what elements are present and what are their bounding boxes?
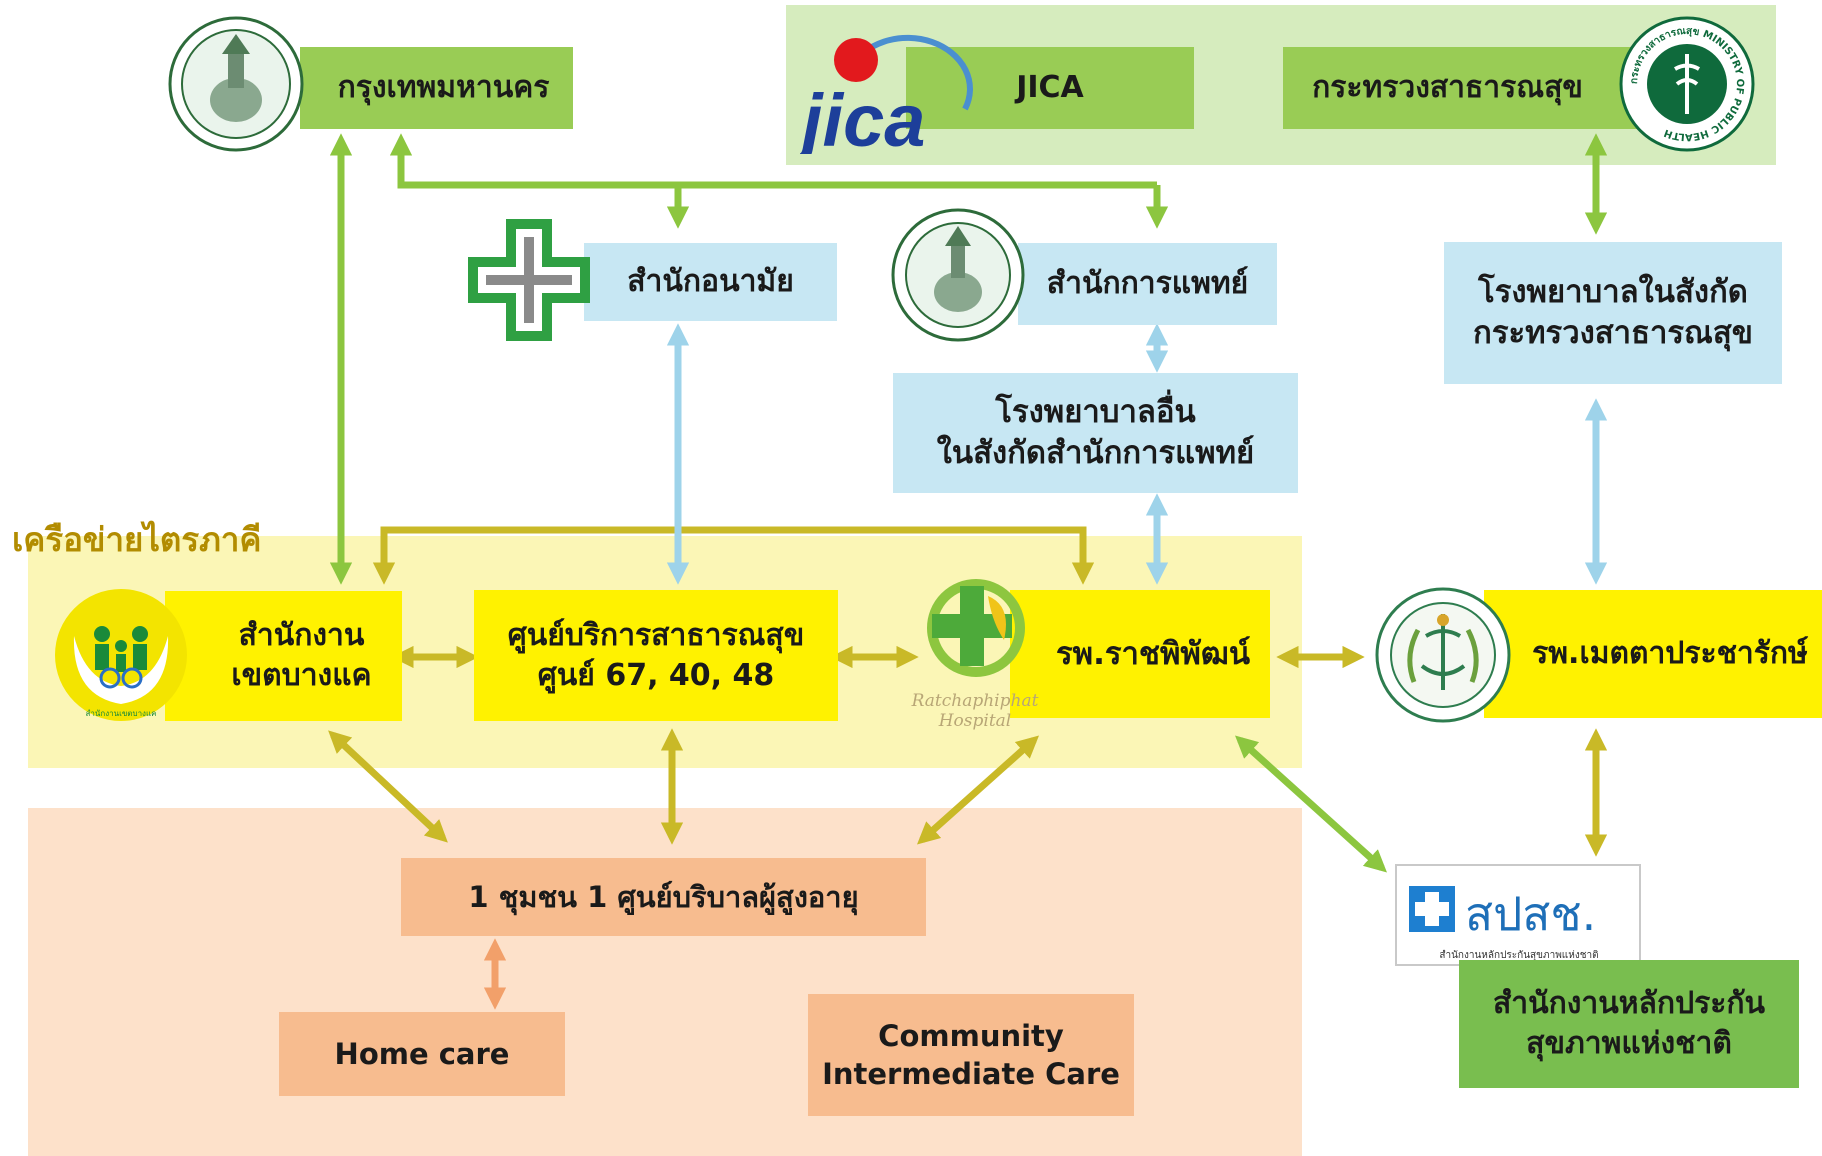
cic-line1: Community xyxy=(878,1018,1064,1053)
health-dept-box[interactable]: สำนักอนามัย xyxy=(584,243,837,321)
health-dept-label: สำนักอนามัย xyxy=(627,264,794,300)
network-label: เครือข่ายไตรภาคี xyxy=(12,520,262,560)
nhso-line2: สุขภาพแห่งชาติ xyxy=(1526,1026,1732,1061)
jica-box[interactable]: JICA xyxy=(906,47,1194,129)
home-care-box[interactable]: Home care xyxy=(279,1012,565,1096)
nhso-logo-icon: สปสช. สำนักงานหลักประกันสุขภาพแห่งชาติ xyxy=(1395,864,1641,966)
health-center-line1: ศูนย์บริการสาธารณสุข xyxy=(507,617,805,653)
bangkok-seal-icon xyxy=(166,14,306,154)
ratchaphiphat-label: รพ.ราชพิพัฒน์ xyxy=(1055,635,1251,672)
metta-seal-icon xyxy=(1374,586,1512,724)
svg-text:Ratchaphiphat: Ratchaphiphat xyxy=(911,691,1039,711)
district-office-line2: เขตบางแค xyxy=(231,658,372,693)
moph-box[interactable]: กระทรวงสาธารณสุข xyxy=(1283,47,1642,129)
cic-box[interactable]: Community Intermediate Care xyxy=(808,994,1134,1116)
nhso-line1: สำนักงานหลักประกัน xyxy=(1492,986,1766,1022)
bangkok-box[interactable]: กรุงเทพมหานคร xyxy=(300,47,573,129)
moph-hospitals-line1: โรงพยาบาลในสังกัด xyxy=(1478,274,1748,311)
district-office-line1: สำนักงาน xyxy=(238,618,365,654)
home-care-label: Home care xyxy=(334,1036,510,1071)
jica-label: JICA xyxy=(1016,70,1084,106)
medical-dept-seal-icon xyxy=(889,206,1027,344)
svg-text:สปสช.: สปสช. xyxy=(1465,887,1596,941)
other-hospitals-box[interactable]: โรงพยาบาลอื่น ในสังกัดสำนักการแพทย์ xyxy=(893,373,1298,493)
arrow-hospital-elderly xyxy=(916,735,1040,845)
health-cross-icon xyxy=(464,215,594,345)
svg-text:Hospital: Hospital xyxy=(938,711,1012,731)
ratchaphiphat-box[interactable]: รพ.ราชพิพัฒน์ xyxy=(1010,590,1270,718)
moph-label: กระทรวงสาธารณสุข xyxy=(1312,70,1583,106)
metta-label: รพ.เมตตาประชารักษ์ xyxy=(1532,636,1808,672)
arrow-district-elderly xyxy=(328,730,448,843)
other-hospitals-line1: โรงพยาบาลอื่น xyxy=(995,394,1196,431)
metta-box[interactable]: รพ.เมตตาประชารักษ์ xyxy=(1484,590,1822,718)
moph-seal-icon: กระทรวงสาธารณสุข MINISTRY OF PUBLIC HEAL… xyxy=(1617,14,1757,154)
other-hospitals-line2: ในสังกัดสำนักการแพทย์ xyxy=(936,435,1255,471)
moph-hospitals-box[interactable]: โรงพยาบาลในสังกัด กระทรวงสาธารณสุข xyxy=(1444,242,1782,384)
nhso-box[interactable]: สำนักงานหลักประกัน สุขภาพแห่งชาติ xyxy=(1459,960,1799,1088)
health-center-box[interactable]: ศูนย์บริการสาธารณสุข ศูนย์ 67, 40, 48 xyxy=(474,590,838,721)
elderly-center-label: 1 ชุมชน 1 ศูนย์บริบาลผู้สูงอายุ xyxy=(468,879,859,914)
cic-line2: Intermediate Care xyxy=(822,1057,1120,1091)
arrow-ratchaphiphat-nhso xyxy=(1235,735,1387,873)
health-center-line2: ศูนย์ 67, 40, 48 xyxy=(537,657,775,693)
elderly-center-box[interactable]: 1 ชุมชน 1 ศูนย์บริบาลผู้สูงอายุ xyxy=(401,858,926,936)
arrow-network-loop xyxy=(372,526,1095,585)
svg-text:สำนักงานเขตบางแค: สำนักงานเขตบางแค xyxy=(86,709,157,718)
medical-dept-label: สำนักการแพทย์ xyxy=(1046,266,1249,302)
moph-hospitals-line2: กระทรวงสาธารณสุข xyxy=(1473,315,1753,351)
svg-text:สำนักงานหลักประกันสุขภาพแห่งชา: สำนักงานหลักประกันสุขภาพแห่งชาติ xyxy=(1439,950,1598,961)
bangkok-label: กรุงเทพมหานคร xyxy=(337,70,550,106)
jica-logo-icon: jica xyxy=(800,14,990,154)
district-office-box[interactable]: สำนักงาน เขตบางแค xyxy=(165,591,402,721)
arrow-bangkok-departments xyxy=(389,133,1157,189)
medical-dept-box[interactable]: สำนักการแพทย์ xyxy=(1018,243,1277,325)
family-hands-icon: สำนักงานเขตบางแค xyxy=(52,586,190,724)
svg-text:jica: jica xyxy=(800,79,925,154)
